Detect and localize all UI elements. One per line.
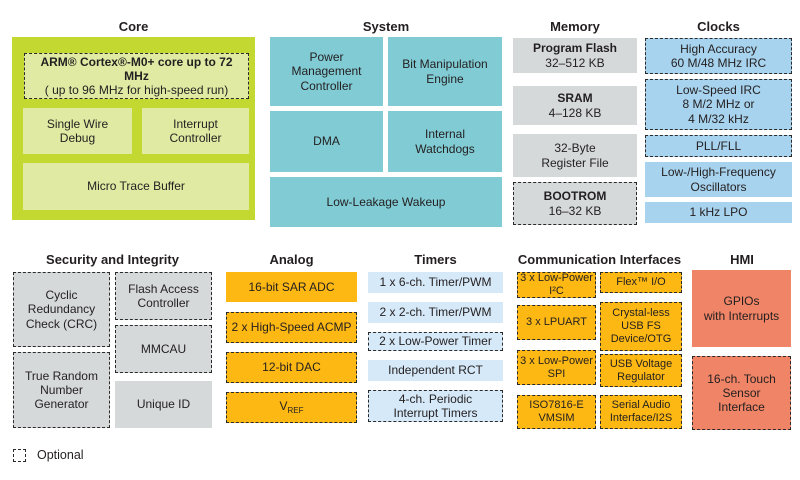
block-bootrom: BOOTROM 16–32 KB xyxy=(513,182,637,225)
arm-core-line1: ARM® Cortex®-M0+ core up to 72 MHz xyxy=(40,54,233,83)
block-independent-rct: Independent RCT xyxy=(368,360,503,381)
block-high-accuracy-irc: High Accuracy 60 M/48 MHz IRC xyxy=(645,38,792,74)
block-dma: DMA xyxy=(270,111,383,172)
sram-name: SRAM xyxy=(557,91,593,106)
block-lpuart: 3 x LPUART xyxy=(517,305,596,340)
bootrom-size: 16–32 KB xyxy=(548,203,602,218)
block-internal-watchdogs: Internal Watchdogs xyxy=(388,111,502,172)
block-oscillators: Low-/High-Frequency Oscillators xyxy=(645,162,792,197)
optional-legend-label: Optional xyxy=(37,448,84,462)
block-true-random-number-generator: True Random Number Generator xyxy=(13,352,110,428)
block-2ch-timer-pwm: 2 x 2-ch. Timer/PWM xyxy=(368,302,503,323)
section-title-clocks: Clocks xyxy=(697,19,740,34)
program-flash-name: Program Flash xyxy=(532,41,618,56)
vref-sub: REF xyxy=(287,406,304,416)
block-arm-cortex-core: ARM® Cortex®-M0+ core up to 72 MHz ( up … xyxy=(24,53,249,99)
block-dac: 12-bit DAC xyxy=(226,352,357,383)
block-sram: SRAM 4–128 KB xyxy=(513,86,637,125)
block-low-speed-irc: Low-Speed IRC 8 M/2 MHz or 4 M/32 kHz xyxy=(645,79,792,130)
section-title-system: System xyxy=(362,19,410,34)
section-title-core: Core xyxy=(118,19,149,34)
block-lpo: 1 kHz LPO xyxy=(645,202,792,223)
block-vref: VREF xyxy=(226,392,357,423)
block-low-leakage-wakeup: Low-Leakage Wakeup xyxy=(270,177,502,227)
block-6ch-timer-pwm: 1 x 6-ch. Timer/PWM xyxy=(368,272,503,293)
block-micro-trace-buffer: Micro Trace Buffer xyxy=(23,163,249,210)
section-title-comm: Communication Interfaces xyxy=(517,252,682,267)
block-mmcau: MMCAU xyxy=(115,325,212,373)
block-flex-io: Flex™ I/O xyxy=(600,272,682,293)
block-sar-adc: 16-bit SAR ADC xyxy=(226,272,357,302)
block-power-management-controller: Power Management Controller xyxy=(270,37,383,106)
optional-legend-swatch xyxy=(13,449,26,462)
block-single-wire-debug: Single Wire Debug xyxy=(23,108,132,154)
block-program-flash: Program Flash 32–512 KB xyxy=(513,38,637,73)
block-serial-audio-interface: Serial Audio Interface/I2S xyxy=(600,395,682,429)
bootrom-name: BOOTROM xyxy=(543,189,607,204)
block-interrupt-controller: Interrupt Controller xyxy=(142,108,249,154)
section-title-hmi: HMI xyxy=(730,252,754,267)
arm-core-line2: ( up to 96 MHz for high-speed run) xyxy=(44,83,229,98)
section-title-analog: Analog xyxy=(269,252,314,267)
block-acmp: 2 x High-Speed ACMP xyxy=(226,312,357,343)
block-low-power-i2c: 3 x Low-Power I²C xyxy=(517,272,596,298)
block-pll-fll: PLL/FLL xyxy=(645,135,792,157)
vref-label: VREF xyxy=(279,399,303,415)
block-touch-sensor-interface: 16-ch. Touch Sensor Interface xyxy=(692,356,791,430)
section-title-timers: Timers xyxy=(414,252,457,267)
block-periodic-interrupt-timers: 4-ch. Periodic Interrupt Timers xyxy=(368,390,503,422)
section-title-memory: Memory xyxy=(550,19,600,34)
block-bit-manipulation-engine: Bit Manipulation Engine xyxy=(388,37,502,106)
block-crc: Cyclic Redundancy Check (CRC) xyxy=(13,272,110,347)
vref-main: V xyxy=(279,399,288,414)
block-usb-voltage-regulator: USB Voltage Regulator xyxy=(600,354,682,387)
block-register-file: 32-Byte Register File xyxy=(513,134,637,177)
block-low-power-timer: 2 x Low-Power Timer xyxy=(368,332,503,351)
sram-size: 4–128 KB xyxy=(548,105,602,120)
block-gpios: GPIOs with Interrupts xyxy=(692,270,791,347)
program-flash-size: 32–512 KB xyxy=(545,55,605,70)
block-usb-fs-device-otg: Crystal-less USB FS Device/OTG xyxy=(600,302,682,351)
block-unique-id: Unique ID xyxy=(115,381,212,428)
block-iso7816-vmsim: ISO7816-E VMSIM xyxy=(517,395,596,429)
block-low-power-spi: 3 x Low-Power SPI xyxy=(517,350,596,385)
section-title-security: Security and Integrity xyxy=(46,252,179,267)
block-flash-access-controller: Flash Access Controller xyxy=(115,272,212,320)
